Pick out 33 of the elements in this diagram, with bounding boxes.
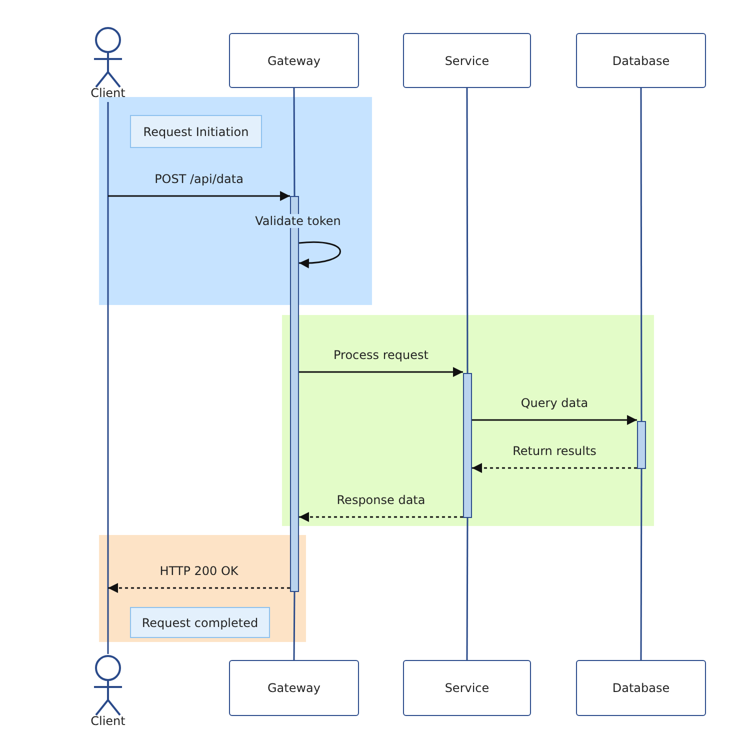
message-arrow: [472, 415, 637, 425]
participant-box: Database: [576, 660, 706, 716]
lifeline: [293, 592, 296, 660]
lifeline: [466, 88, 468, 373]
message-label: POST /api/data: [154, 172, 244, 186]
message-arrow: [299, 512, 463, 522]
message-arrow: [108, 583, 290, 593]
participant-box: Service: [403, 33, 531, 88]
message-arrow: [298, 241, 341, 268]
message-label: Return results: [512, 444, 596, 458]
activation-bar: [637, 421, 646, 469]
participant-label: Client: [90, 714, 126, 728]
lifeline: [466, 518, 468, 660]
message-arrow: [108, 191, 290, 201]
lifeline: [640, 88, 642, 421]
activation-bar: [463, 373, 472, 518]
participant-box: Service: [403, 660, 531, 716]
lifeline: [293, 88, 296, 196]
message-label: HTTP 200 OK: [160, 564, 238, 578]
participant-box: Database: [576, 33, 706, 88]
participant-box: Gateway: [229, 33, 359, 88]
lifeline: [107, 102, 109, 654]
participant-label: Client: [90, 86, 126, 100]
message-label: Query data: [520, 396, 588, 410]
message-label: Validate token: [253, 214, 343, 228]
message-arrow: [299, 367, 463, 377]
lifeline: [640, 469, 642, 660]
message-arrow: [472, 463, 637, 473]
message-label: Process request: [334, 348, 428, 362]
participant-box: Gateway: [229, 660, 359, 716]
message-label: Response data: [336, 493, 426, 507]
note-box: Request Initiation: [130, 115, 262, 148]
note-box: Request completed: [130, 607, 270, 638]
